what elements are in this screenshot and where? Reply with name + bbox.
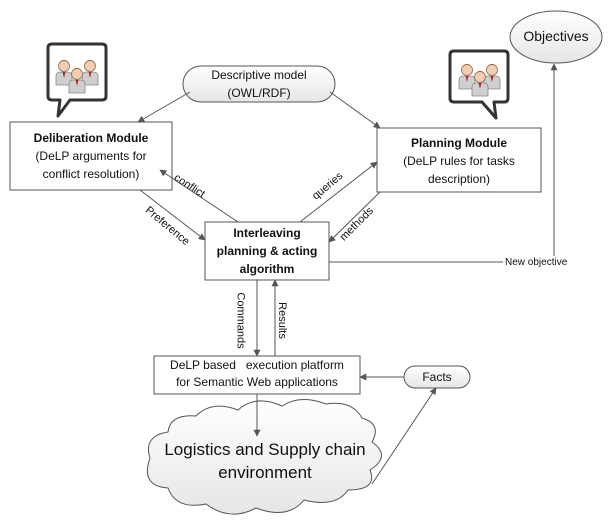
results-label: Results — [275, 302, 288, 339]
descriptive-model-line2: (OWL/RDF) — [227, 86, 291, 100]
edge-environment-to-facts — [371, 387, 437, 485]
platform-line1: DeLP based execution platform — [170, 358, 344, 372]
edge-conflict — [159, 169, 239, 223]
interleaving-box — [204, 221, 330, 281]
deliberation-module-line1: (DeLP arguments for — [35, 149, 147, 163]
interleaving-line2: planning & acting — [216, 244, 318, 258]
platform-line2: for Semantic Web applications — [176, 375, 338, 389]
edge-methods — [328, 191, 381, 243]
interleaving-line1: Interleaving — [233, 226, 301, 240]
environment-cloud — [146, 399, 382, 515]
commands-label: Commands — [234, 292, 247, 349]
planning-module-line2: description) — [427, 172, 491, 186]
planning-module-line1: (DeLP rules for tasks — [403, 154, 515, 168]
group-discussion-icon — [448, 49, 510, 120]
environment-label: Logistics and Supply chain environment — [150, 438, 380, 484]
descriptive-model-label: Descriptive model (OWL/RDF) — [183, 66, 335, 102]
environment-line1: Logistics and Supply chain — [164, 440, 366, 459]
new-objective-label: New objective — [503, 256, 570, 269]
descriptive-model-box — [182, 65, 336, 103]
group-discussion-icon — [46, 42, 108, 118]
planning-module-box — [376, 127, 542, 193]
edge-model-to-deliberation — [137, 91, 191, 123]
environment-line2: environment — [218, 463, 312, 482]
interleaving-line3: algorithm — [239, 262, 295, 276]
deliberation-module-line2: conflict resolution) — [42, 167, 140, 181]
objectives-label: Objectives — [523, 28, 589, 44]
objectives-ellipse — [509, 10, 603, 64]
interleaving-label: Interleaving planning & acting algorithm — [205, 224, 329, 278]
facts-label: Facts — [422, 370, 452, 384]
edge-queries — [299, 161, 378, 223]
deliberation-module-title: Deliberation Module — [33, 131, 149, 145]
descriptive-model-line1: Descriptive model — [211, 68, 307, 82]
planning-module-title: Planning Module — [411, 136, 507, 150]
edge-preference — [139, 189, 206, 241]
edge-model-to-planning — [329, 91, 381, 129]
platform-box — [153, 355, 361, 395]
planning-module-label: Planning Module (DeLP rules for tasks de… — [377, 134, 541, 188]
deliberation-module-box — [9, 121, 173, 191]
platform-label: DeLP based execution platform for Semant… — [154, 357, 360, 391]
deliberation-module-label: Deliberation Module (DeLP arguments for … — [10, 129, 172, 183]
